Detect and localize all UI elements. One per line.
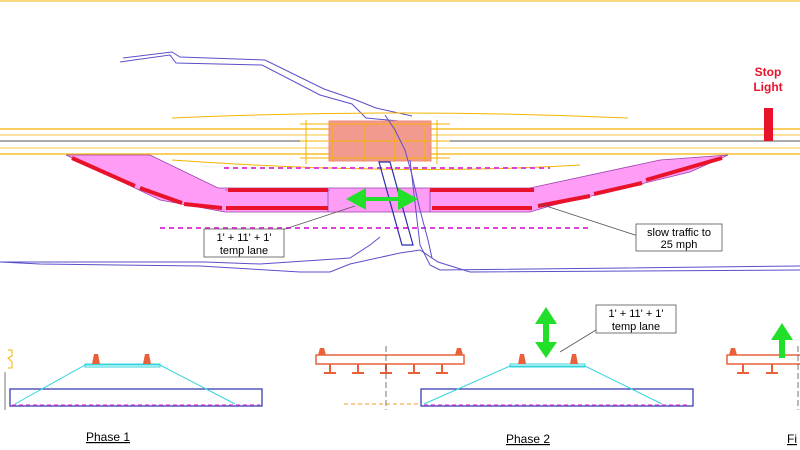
callout-temp-lane-section-line2: temp lane: [612, 321, 660, 333]
creek-channel: [384, 114, 433, 259]
bridge-grid: [300, 120, 450, 164]
callout-slow-traffic-line1: slow traffic to: [647, 227, 711, 239]
phase-label-1: Phase 1: [86, 430, 130, 444]
curve-north: [171, 112, 629, 119]
phase-label-final: Fi: [787, 432, 797, 446]
up-arrow-icon: [771, 323, 793, 358]
callout-box-temp-lane-section: [595, 304, 677, 334]
creek-line-lower-3: [0, 249, 800, 273]
callout-temp-lane-section-line1: 1' + 11' + 1': [608, 308, 663, 320]
creek-line-upper-2: [122, 51, 413, 117]
callout-leader-temp-lane: [281, 205, 356, 231]
temporary-barriers: [71, 156, 723, 210]
callout-slow-traffic-line2: 25 mph: [661, 239, 698, 251]
section-phase-2: [315, 346, 694, 410]
callout-temp-lane-line1: 1' + 11' + 1': [216, 232, 271, 244]
creek-line-lower-2: [409, 159, 800, 271]
phase-label-2: Phase 2: [506, 432, 550, 446]
stop-light-label-line1: Stop: [755, 65, 782, 79]
callout-temp-lane-line2: temp lane: [220, 245, 268, 257]
culvert: [378, 161, 414, 246]
double-arrow-icon: [346, 188, 418, 210]
stop-light-marker: [764, 108, 773, 141]
stop-light-label-line2: Light: [753, 80, 782, 94]
creek-line-lower: [0, 236, 381, 265]
callout-box-temp-lane: [203, 228, 285, 258]
vertical-double-arrow-icon: [535, 307, 557, 358]
creek-line-upper: [119, 54, 419, 131]
callout-leader-slow-traffic: [539, 203, 639, 237]
section-final: [726, 346, 800, 410]
section-phase-1: [4, 349, 263, 410]
callout-box-slow-traffic: [635, 223, 723, 252]
callout-leader-temp-lane-section: [559, 329, 597, 353]
temporary-bypass: [65, 154, 729, 213]
